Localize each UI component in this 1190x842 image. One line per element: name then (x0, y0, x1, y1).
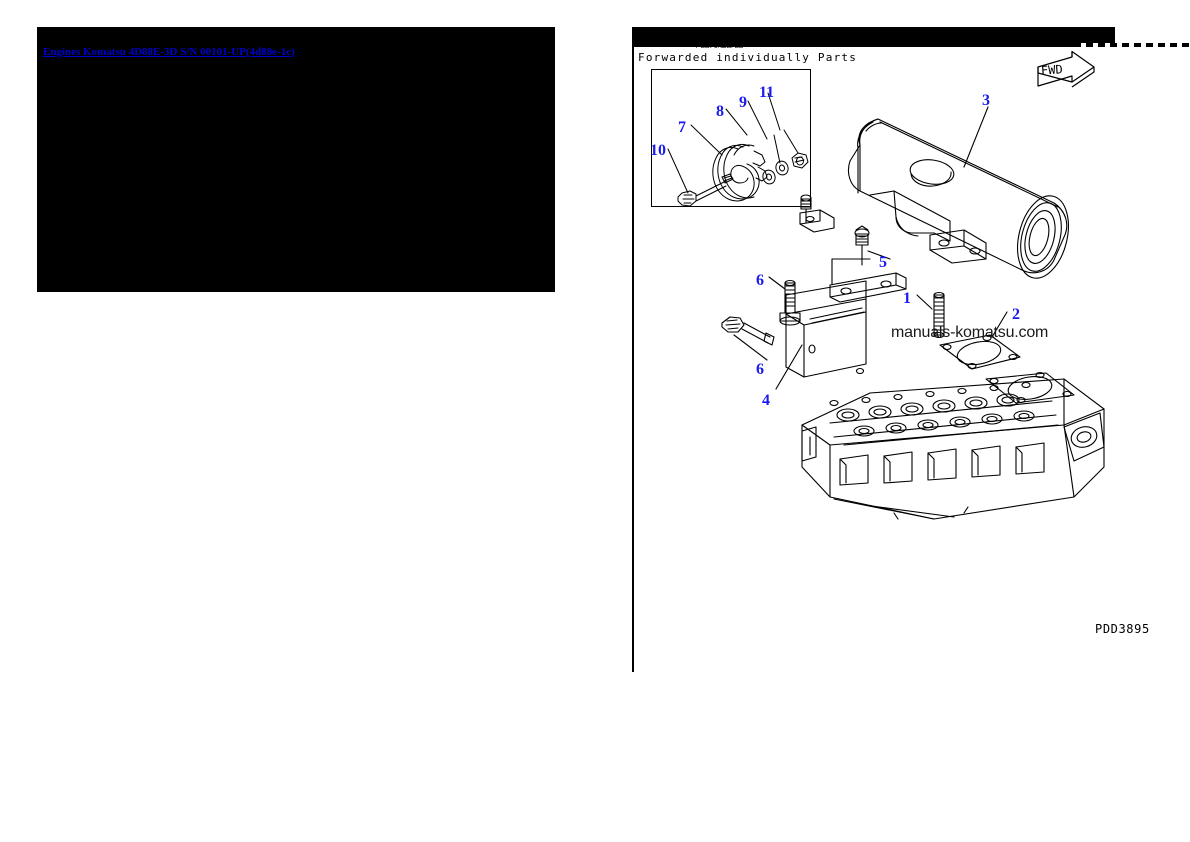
callout-2[interactable]: 2 (1012, 306, 1020, 323)
callout-11[interactable]: 11 (759, 84, 775, 101)
engine-model-link[interactable]: Engines Komatsu 4D88E-3D S/N 00101-UP(4d… (43, 46, 295, 58)
fwd-arrow-icon (1037, 50, 1095, 88)
page-top-bar (634, 27, 1115, 47)
callout-1[interactable]: 1 (903, 290, 911, 307)
page-top-dashed-rule (1074, 43, 1189, 47)
callout-6-lower[interactable]: 6 (756, 361, 764, 378)
callout-4[interactable]: 4 (762, 392, 770, 409)
fwd-direction-marker: FWD (1032, 45, 1102, 97)
diagram-heading-english: Forwarded individually Parts (638, 51, 858, 64)
callout-10[interactable]: 10 (650, 142, 666, 159)
callout-3[interactable]: 3 (982, 92, 990, 109)
watermark-text: manuals-komatsu.com (891, 324, 1049, 341)
callout-8[interactable]: 8 (716, 103, 724, 120)
drawing-number: PDD3895 (1095, 622, 1150, 636)
inset-detail-frame (651, 69, 811, 207)
diagram-heading-japanese: 単品発送部品 (692, 40, 744, 50)
callout-5[interactable]: 5 (879, 254, 887, 271)
callout-7[interactable]: 7 (678, 119, 686, 136)
parts-diagram-panel: 単品発送部品 Forwarded individually Parts (632, 27, 1190, 672)
callout-9[interactable]: 9 (739, 94, 747, 111)
callout-6-upper[interactable]: 6 (756, 272, 764, 289)
fwd-label: FWD (1040, 62, 1064, 78)
content-block: Engines Komatsu 4D88E-3D S/N 00101-UP(4d… (37, 27, 555, 292)
